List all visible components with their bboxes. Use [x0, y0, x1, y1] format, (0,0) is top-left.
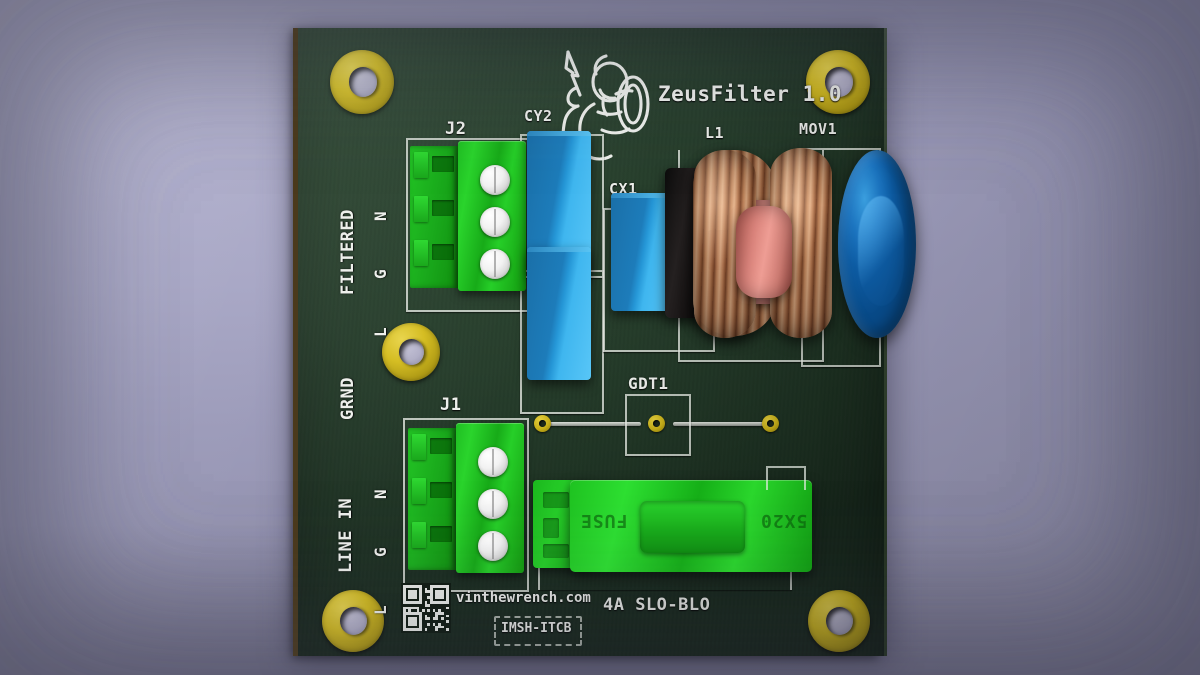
capacitor-cy1 [527, 247, 591, 380]
capacitor-cx1 [611, 193, 673, 311]
label-fuse-rating: 4A SLO-BLO [603, 595, 710, 615]
cert-mark-text: IMSH-ITCB [501, 621, 571, 636]
footprint-outline-gdt1 [625, 394, 691, 456]
pad-gdt-left [534, 415, 551, 432]
mounting-hole-top-right [806, 50, 870, 114]
mounting-hole-bottom-left [322, 590, 384, 652]
designator-l1: L1 [705, 124, 724, 142]
trace-gdt-left [541, 422, 641, 426]
designator-cy2: CY2 [524, 107, 553, 125]
board-title: ZeusFilter 1.0 [658, 82, 842, 106]
designator-gdt1: GDT1 [628, 374, 669, 393]
pad-gdt-center [648, 415, 665, 432]
website-text: vinthewrench.com [456, 590, 591, 606]
fuse-marking-right: 5X20 [760, 510, 808, 531]
trace-gdt-right [673, 422, 771, 426]
mounting-hole-bottom-right [808, 590, 870, 652]
designator-j1: J1 [440, 395, 461, 415]
footprint-outline-j1 [403, 418, 529, 592]
pcb-right-edge [884, 28, 887, 656]
fuse-marking-left: FUSE [580, 510, 628, 531]
mounting-hole-ground [382, 323, 440, 381]
qr-code [401, 583, 451, 633]
designator-mov1: MOV1 [799, 120, 837, 138]
cert-mark-box [494, 616, 582, 646]
designator-j2: J2 [445, 119, 466, 139]
fuse-clip-outline [766, 466, 806, 490]
mounting-hole-top-left [330, 50, 394, 114]
pad-gdt-right [762, 415, 779, 432]
